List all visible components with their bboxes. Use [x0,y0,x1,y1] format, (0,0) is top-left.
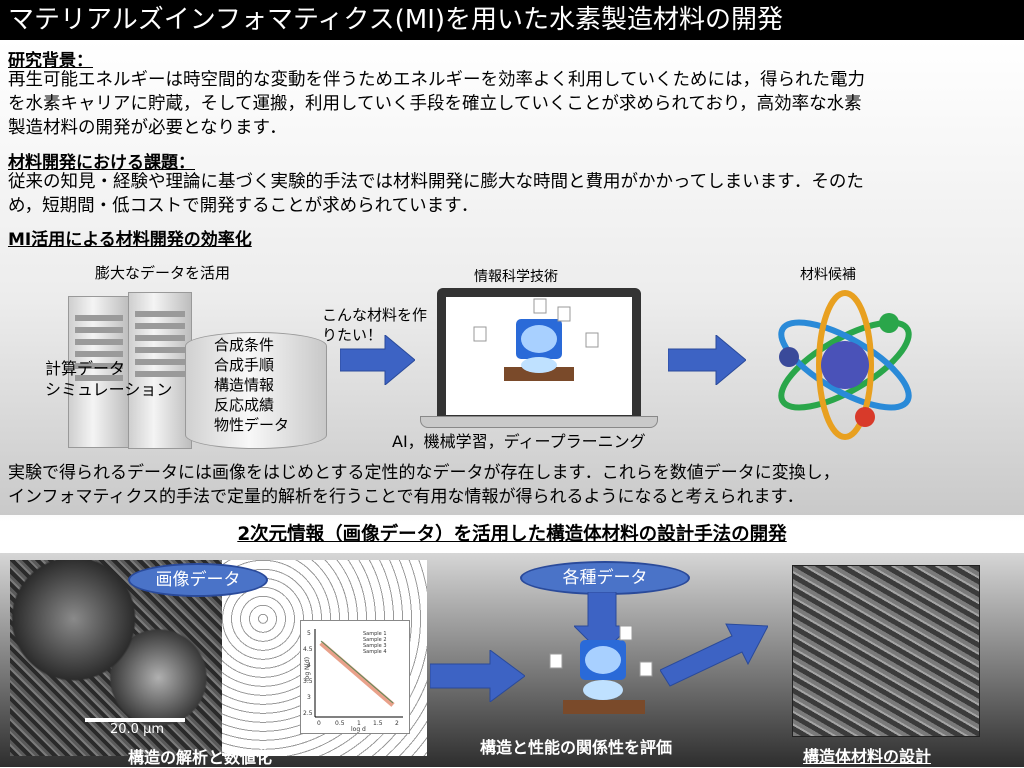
summary-line-2: インフォマティクス的手法で定量的解析を行うことで有用な情報が得られるようになると… [8,487,804,507]
legend-4: Sample 4 [363,649,387,655]
plot-xlabel: log d [351,726,366,733]
various-data-oval: 各種データ [520,561,690,595]
plot-ylabel: log N(d) [304,657,311,681]
background-line-1: 再生可能エネルギーは時空間的な変動を伴うためエネルギーを効率よく利用していくため… [8,70,865,90]
arrow-right-icon [668,335,746,385]
server-line-1: 計算データ [45,359,126,378]
summary-line-1: 実験で得られるデータには画像をはじめとする定性的なデータが存在します．これらを数… [8,463,840,483]
laptop-screen [437,288,641,424]
scale-label: 20.0 μm [110,722,165,737]
data-label: 膨大なデータを活用 [95,264,231,282]
plot-ytick-1: 2.5 [303,710,313,717]
atom-icon [778,290,912,440]
plot-xtick-3: 1 [357,720,361,727]
brain-icon [473,298,599,381]
caption-design: 構造体材料の設計 [803,747,932,766]
caption-analysis: 構造の解析と数値化 [128,748,273,767]
wish-text: こんな材料を作 りたい！ [322,305,427,345]
db-line-5: 物性データ [214,416,290,434]
wish-line-2: りたい！ [322,326,383,344]
plot-xtick-5: 2 [395,720,399,727]
plot-ytick-6: 5 [307,630,311,637]
3d-structure-image [792,565,980,737]
db-line-4: 反応成績 [214,396,275,414]
background-heading: 研究背景： [8,51,93,71]
scale-bar [85,718,185,722]
arrow-right-icon [660,623,768,687]
caption-evaluation: 構造と性能の関係性を評価 [480,738,673,757]
plot-xtick-1: 0 [317,720,321,727]
database-cylinder [185,332,327,449]
server-text: 計算データ シミュレーション [45,358,172,400]
brain-icon [549,625,653,714]
mi-heading: MI活用による材料開発の効率化 [8,230,252,250]
legend-1: Sample 1 [363,631,387,637]
issues-line-1: 従来の知見・経験や理論に基づく実験的手法では材料開発に膨大な時間と費用がかかって… [8,172,864,192]
db-line-1: 合成条件 [214,336,275,354]
candidate-label: 材料候補 [800,267,856,283]
db-line-2: 合成手順 [214,356,275,374]
arrow-right-icon [340,335,415,385]
laptop-base [420,416,658,428]
plot-xtick-4: 1.5 [373,720,383,727]
summary-text: 実験で得られるデータには画像をはじめとする定性的なデータが存在します．これらを数… [8,461,1013,509]
plot-xtick-2: 0.5 [335,720,345,727]
database-text: 合成条件 合成手順 構造情報 反応成績 物性データ [214,335,289,435]
db-line-3: 構造情報 [214,376,275,394]
plot-ytick-4: 4 [307,662,311,669]
background-text: 再生可能エネルギーは時空間的な変動を伴うためエネルギーを効率よく利用していくため… [8,68,1013,140]
background-line-3: 製造材料の開発が必要となります． [8,118,287,138]
issues-heading: 材料開発における課題： [8,153,195,173]
design-heading: 2次元情報（画像データ）を活用した構造体材料の設計手法の開発 [237,524,787,545]
server-line-2: シミュレーション [45,380,173,399]
arrow-right-icon [430,650,525,702]
image-data-oval: 画像データ [128,563,268,597]
ai-label: AI，機械学習，ディープラーニング [392,432,646,451]
server-rack-right [128,292,192,449]
issues-text: 従来の知見・経験や理論に基づく実験的手法では材料開発に膨大な時間と費用がかかって… [8,170,1013,218]
background-line-2: を水素キャリアに貯蔵，そして運搬，利用していく手段を確立していくことが求められて… [8,94,862,114]
plot-ytick-3: 3.5 [303,678,313,685]
plot-ytick-2: 3 [307,694,311,701]
server-rack-left [68,296,130,448]
page-title: マテリアルズインフォマティクス(MI)を用いた水素製造材料の開発 [0,0,1024,40]
info-label: 情報科学技術 [474,269,558,285]
wish-line-1: こんな材料を作 [322,306,428,324]
loglog-plot-svg: Sample 1 Sample 2 Sample 3 Sample 4 0 0.… [303,629,403,733]
loglog-plot: Sample 1 Sample 2 Sample 3 Sample 4 0 0.… [300,620,410,734]
issues-line-2: め，短期間・低コストで開発することが求められています． [8,196,479,216]
plot-ytick-5: 4.5 [303,646,313,653]
legend-2: Sample 2 [363,637,387,643]
legend-3: Sample 3 [363,643,387,649]
